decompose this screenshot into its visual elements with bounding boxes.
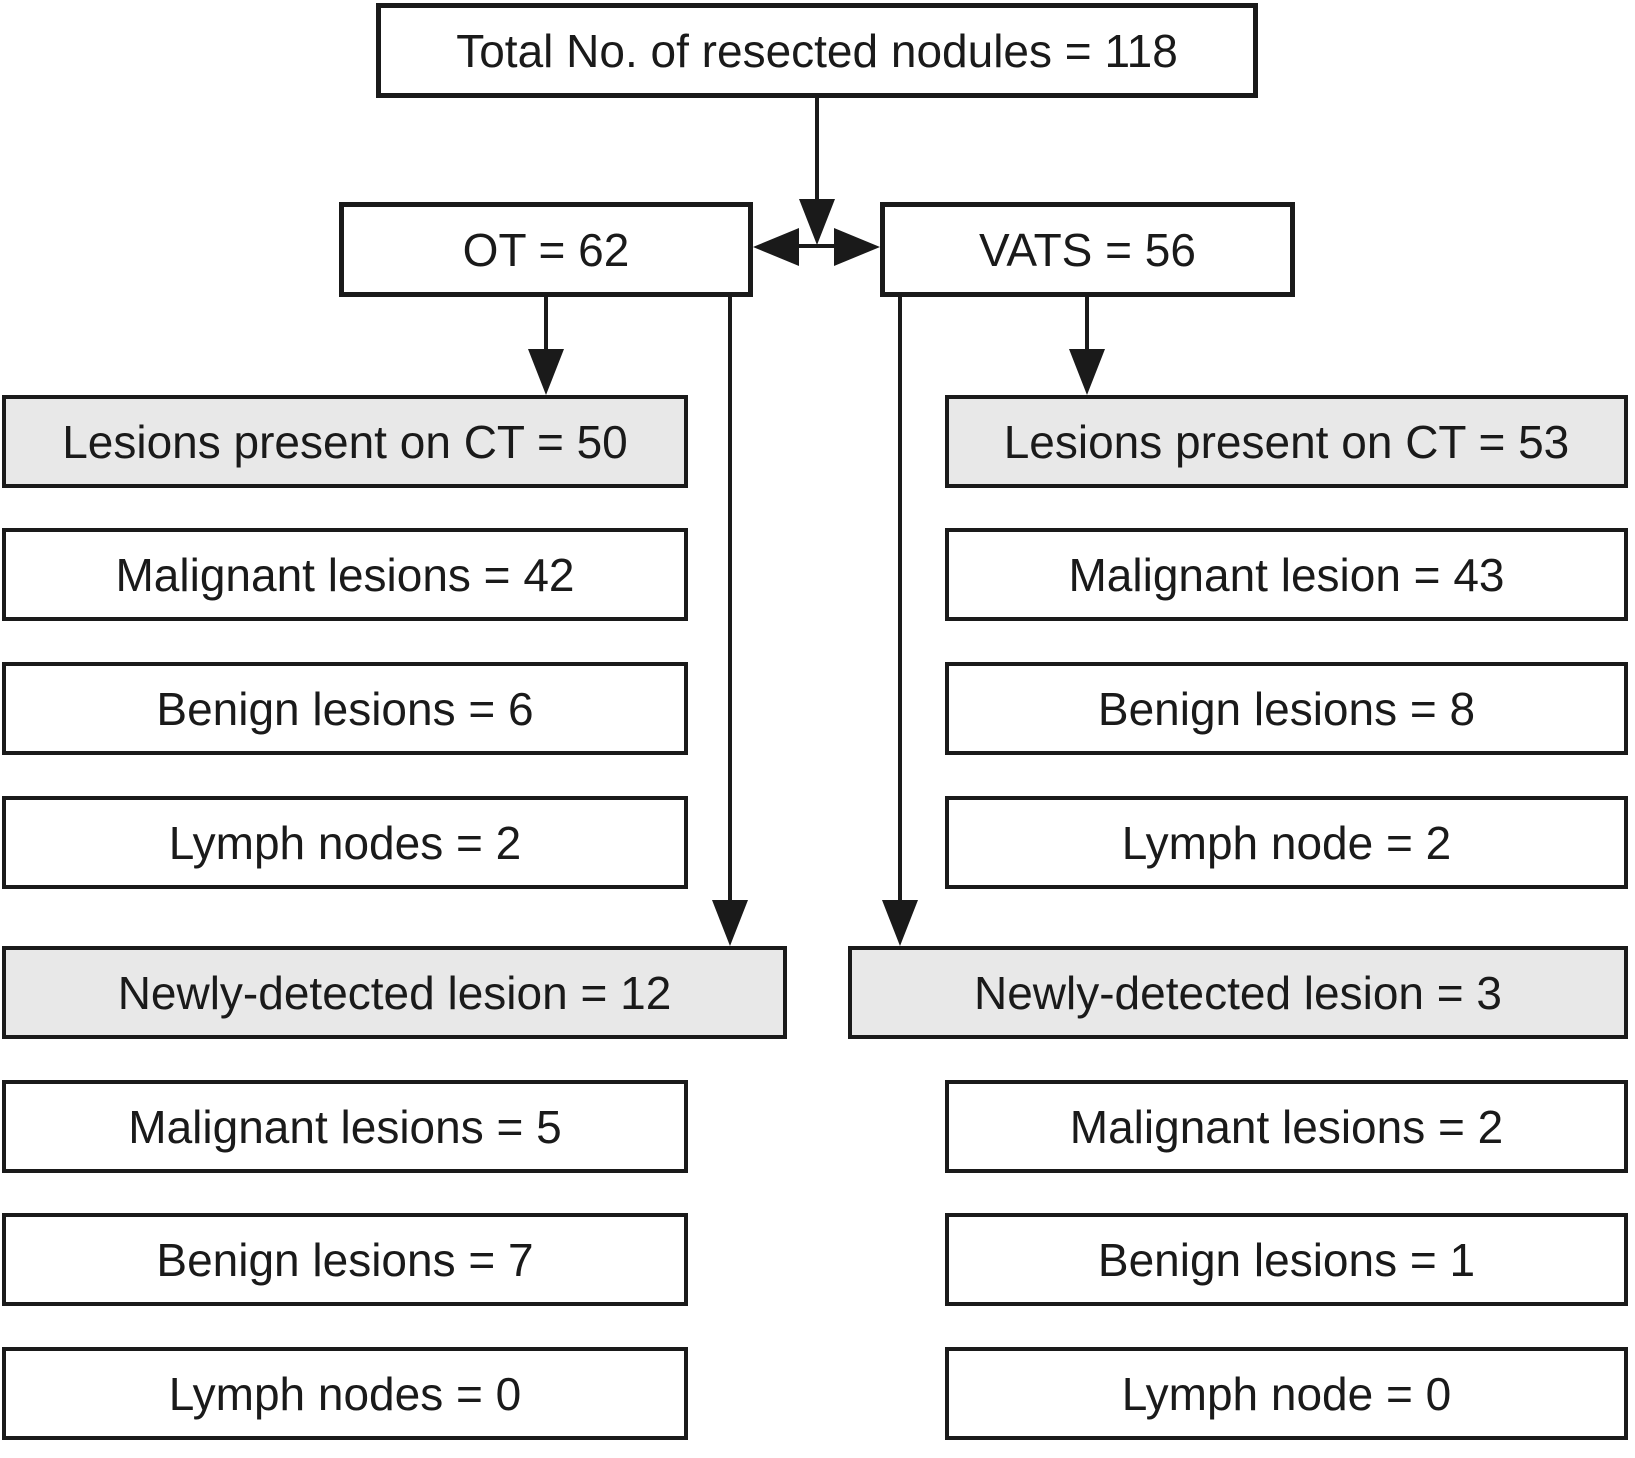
left-malignant-lesions-box: Malignant lesions = 42 bbox=[2, 528, 688, 621]
arrowhead-to-vats-icon bbox=[834, 228, 880, 266]
arrow-shaft-ot-to-newly bbox=[728, 297, 732, 900]
ot-box: OT = 62 bbox=[339, 202, 753, 297]
left-newly-detected-box: Newly-detected lesion = 12 bbox=[2, 946, 787, 1039]
total-nodules-box: Total No. of resected nodules = 118 bbox=[376, 3, 1258, 98]
arrowhead-vats-to-ct-icon bbox=[1069, 349, 1105, 395]
left-lymph-nodes-box: Lymph nodes = 2 bbox=[2, 796, 688, 889]
arrowhead-ot-to-ct-icon bbox=[528, 349, 564, 395]
right-newly-detected-box: Newly-detected lesion = 3 bbox=[848, 946, 1628, 1039]
left-new-lymph-nodes-box: Lymph nodes = 0 bbox=[2, 1347, 688, 1440]
arrow-shaft-ot-to-ct bbox=[544, 297, 548, 349]
arrowhead-to-ot-icon bbox=[753, 228, 799, 266]
arrow-shaft-ot-vats bbox=[790, 244, 845, 248]
right-new-lymph-node-box: Lymph node = 0 bbox=[945, 1347, 1628, 1440]
right-lesions-on-ct-box: Lesions present on CT = 53 bbox=[945, 395, 1628, 488]
left-new-malignant-lesions-box: Malignant lesions = 5 bbox=[2, 1080, 688, 1173]
arrowhead-ot-to-newly-icon bbox=[712, 900, 748, 946]
arrow-shaft-vats-to-ct bbox=[1085, 297, 1089, 349]
left-new-benign-lesions-box: Benign lesions = 7 bbox=[2, 1213, 688, 1306]
right-new-benign-lesions-box: Benign lesions = 1 bbox=[945, 1213, 1628, 1306]
arrow-shaft-vats-to-newly bbox=[898, 297, 902, 900]
right-lymph-node-box: Lymph node = 2 bbox=[945, 796, 1628, 889]
right-new-malignant-lesions-box: Malignant lesions = 2 bbox=[945, 1080, 1628, 1173]
left-lesions-on-ct-box: Lesions present on CT = 50 bbox=[2, 395, 688, 488]
arrow-shaft-root-to-split bbox=[815, 98, 819, 205]
arrowhead-root-to-split-icon bbox=[799, 199, 835, 245]
arrowhead-vats-to-newly-icon bbox=[882, 900, 918, 946]
left-benign-lesions-box: Benign lesions = 6 bbox=[2, 662, 688, 755]
right-benign-lesions-box: Benign lesions = 8 bbox=[945, 662, 1628, 755]
vats-box: VATS = 56 bbox=[880, 202, 1295, 297]
right-malignant-lesion-box: Malignant lesion = 43 bbox=[945, 528, 1628, 621]
